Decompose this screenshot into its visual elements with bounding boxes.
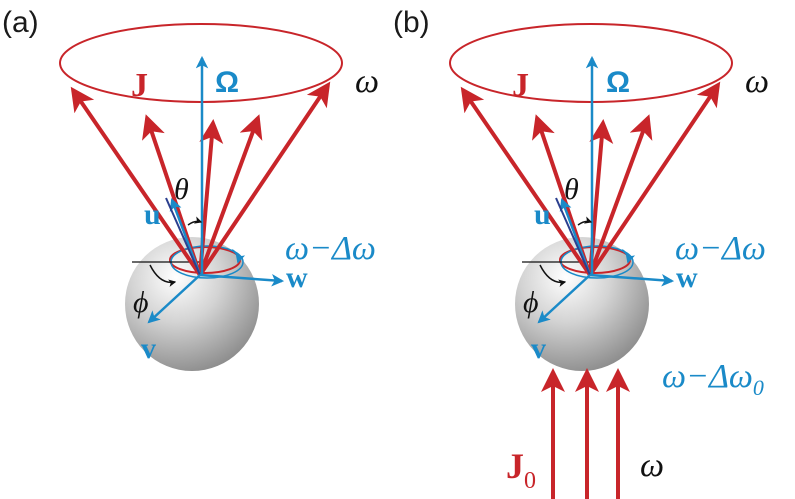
panel-a-u-label: u <box>144 198 161 231</box>
panel-b-theta-label: θ <box>564 173 579 206</box>
panel-b-u-label: u <box>534 198 551 231</box>
panel-a-theta-label: θ <box>174 173 189 206</box>
panel-a-J-label: J <box>131 67 148 104</box>
panel-b-v-label: v <box>531 332 546 365</box>
panel-b-label: (b) <box>393 6 430 39</box>
panel-a-Omega-label: Ω <box>215 66 239 99</box>
panel-b-diagram <box>450 24 732 371</box>
panel-b-J0-label: J0 <box>506 446 536 494</box>
panel-b-w-label: w <box>676 261 698 294</box>
panel-a-v-label: v <box>141 332 156 365</box>
panel-b-Omega-label: Ω <box>606 66 630 99</box>
panel-a-precession-label: ω−Δω <box>285 230 376 267</box>
panel-b-incoming-omega-label: ω <box>640 447 664 484</box>
panel-a-diagram <box>60 24 342 371</box>
panel-b-omega-label: ω <box>745 63 769 100</box>
panel-a-phi-label: ϕ <box>133 286 149 319</box>
panel-b-precession-label: ω−Δω <box>675 230 766 267</box>
panel-b-incoming-precession-label: ω−Δω0 <box>662 358 764 400</box>
panel-b: (b) J Ω ω θ u ϕ v w ω−Δω ω−Δω0 J0 ω <box>393 6 769 499</box>
panel-a-label: (a) <box>2 6 39 39</box>
panel-a: (a) J Ω ω θ u ϕ v w ω−Δω <box>2 6 379 371</box>
panel-a-omega-label: ω <box>355 63 379 100</box>
panel-b-J-label: J <box>512 67 529 104</box>
panel-a-w-label: w <box>286 261 308 294</box>
panel-b-phi-label: ϕ <box>523 286 539 319</box>
